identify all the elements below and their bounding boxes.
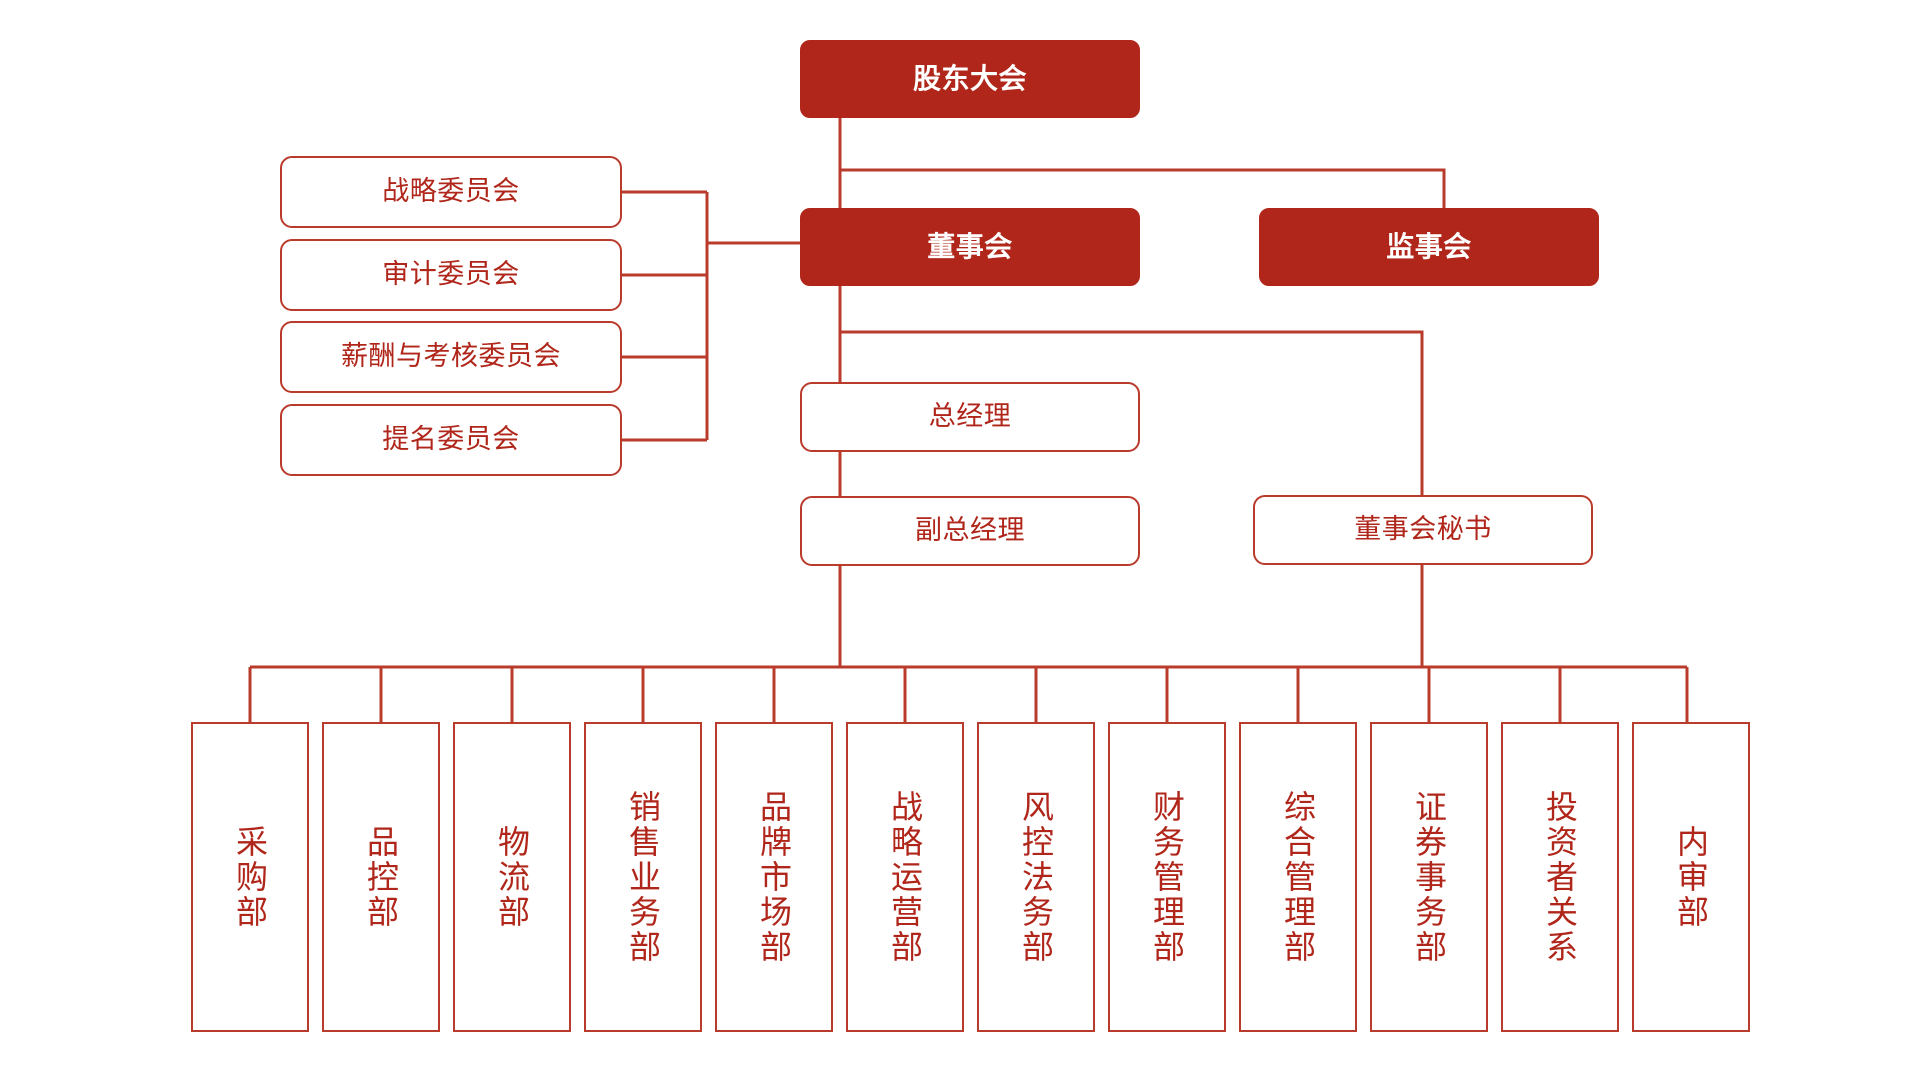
node-department-strategy-operations[interactable]: 战略运营部 bbox=[846, 722, 964, 1032]
node-department-finance-label: 财务管理部 bbox=[1148, 789, 1186, 965]
node-department-logistics[interactable]: 物流部 bbox=[453, 722, 571, 1032]
node-department-risk-legal-label: 风控法务部 bbox=[1017, 789, 1055, 965]
node-committee-audit[interactable]: 审计委员会 bbox=[280, 239, 622, 311]
node-department-procurement-label: 采购部 bbox=[231, 824, 269, 930]
node-board-of-directors-label: 董事会 bbox=[927, 230, 1013, 264]
node-general-manager[interactable]: 总经理 bbox=[800, 382, 1140, 452]
node-department-brand-marketing[interactable]: 品牌市场部 bbox=[715, 722, 833, 1032]
node-shareholders-meeting[interactable]: 股东大会 bbox=[800, 40, 1140, 118]
node-department-general-admin-label: 综合管理部 bbox=[1279, 789, 1317, 965]
node-department-investor-relations-label: 投资者关系 bbox=[1541, 789, 1579, 965]
node-department-internal-audit[interactable]: 内审部 bbox=[1632, 722, 1750, 1032]
node-department-investor-relations[interactable]: 投资者关系 bbox=[1501, 722, 1619, 1032]
node-board-secretary[interactable]: 董事会秘书 bbox=[1253, 495, 1593, 565]
node-committee-nomination-label: 提名委员会 bbox=[382, 423, 520, 455]
node-deputy-general-manager[interactable]: 副总经理 bbox=[800, 496, 1140, 566]
node-department-internal-audit-label: 内审部 bbox=[1672, 824, 1710, 930]
node-department-quality-control-label: 品控部 bbox=[362, 824, 400, 930]
node-department-risk-legal[interactable]: 风控法务部 bbox=[977, 722, 1095, 1032]
node-committee-compensation[interactable]: 薪酬与考核委员会 bbox=[280, 321, 622, 393]
node-deputy-general-manager-label: 副总经理 bbox=[915, 514, 1025, 546]
node-board-of-supervisors-label: 监事会 bbox=[1386, 230, 1472, 264]
node-department-securities-affairs-label: 证券事务部 bbox=[1410, 789, 1448, 965]
node-committee-strategy[interactable]: 战略委员会 bbox=[280, 156, 622, 228]
node-department-procurement[interactable]: 采购部 bbox=[191, 722, 309, 1032]
node-general-manager-label: 总经理 bbox=[928, 400, 1012, 432]
node-department-sales-label: 销售业务部 bbox=[624, 789, 662, 965]
node-department-securities-affairs[interactable]: 证券事务部 bbox=[1370, 722, 1488, 1032]
node-committee-nomination[interactable]: 提名委员会 bbox=[280, 404, 622, 476]
node-department-logistics-label: 物流部 bbox=[493, 824, 531, 930]
node-board-secretary-label: 董事会秘书 bbox=[1354, 513, 1492, 545]
node-board-of-supervisors[interactable]: 监事会 bbox=[1259, 208, 1599, 286]
node-department-finance[interactable]: 财务管理部 bbox=[1108, 722, 1226, 1032]
node-committee-strategy-label: 战略委员会 bbox=[382, 175, 520, 207]
node-department-brand-marketing-label: 品牌市场部 bbox=[755, 789, 793, 965]
node-shareholders-meeting-label: 股东大会 bbox=[912, 62, 1027, 96]
node-committee-audit-label: 审计委员会 bbox=[382, 258, 520, 290]
node-department-general-admin[interactable]: 综合管理部 bbox=[1239, 722, 1357, 1032]
node-board-of-directors[interactable]: 董事会 bbox=[800, 208, 1140, 286]
node-department-sales[interactable]: 销售业务部 bbox=[584, 722, 702, 1032]
node-committee-compensation-label: 薪酬与考核委员会 bbox=[341, 340, 561, 372]
node-department-quality-control[interactable]: 品控部 bbox=[322, 722, 440, 1032]
node-department-strategy-operations-label: 战略运营部 bbox=[886, 789, 924, 965]
